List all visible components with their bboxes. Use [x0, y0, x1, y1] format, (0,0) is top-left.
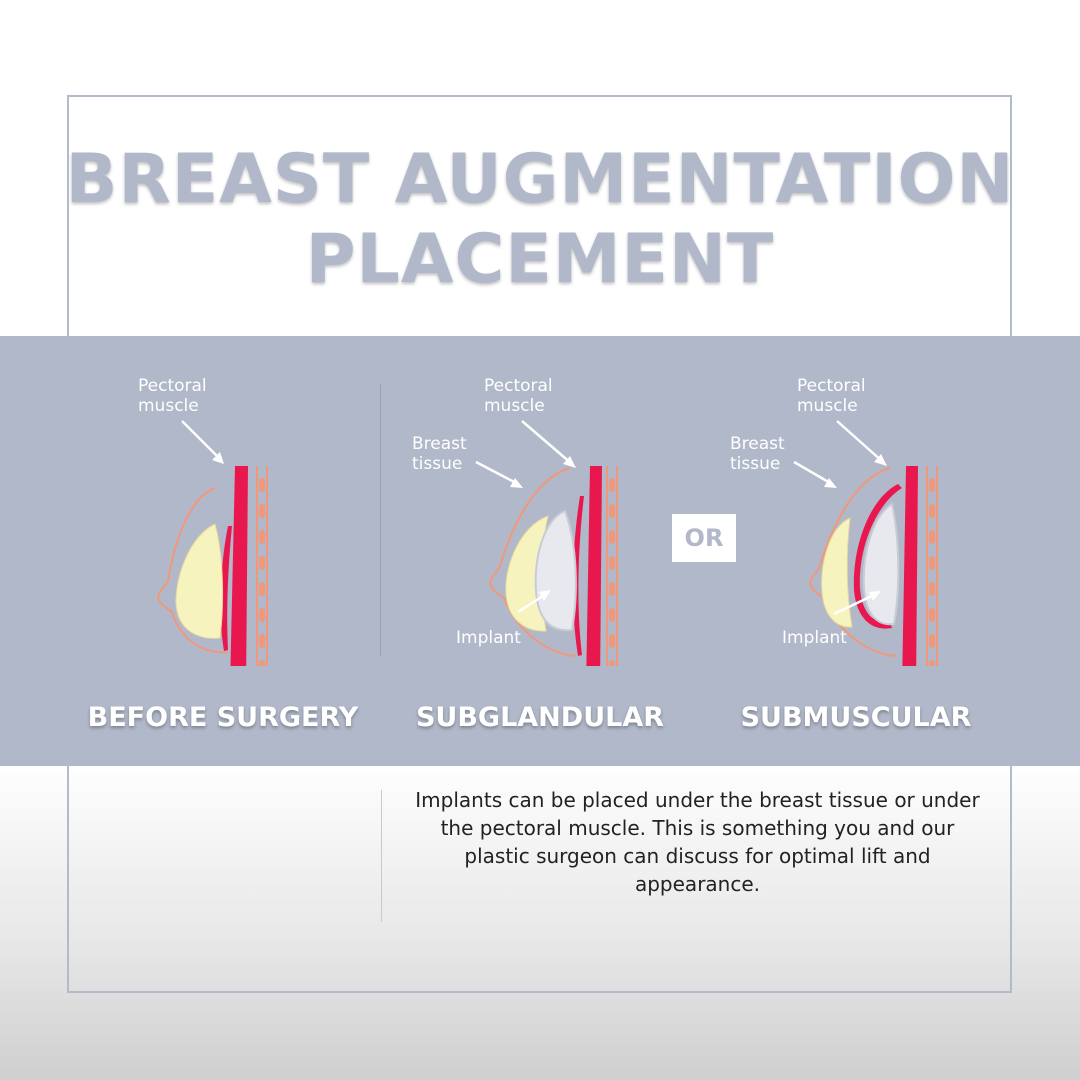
panel-subglandular: Pectoral muscle Breast tissue Implant [400, 376, 700, 666]
caption-submuscular: SUBMUSCULAR [740, 702, 972, 733]
chest-wall [606, 466, 618, 666]
chest-wall [256, 466, 268, 666]
diagram-band: Pectoral muscle [0, 336, 1080, 766]
pointer-arrows [181, 420, 224, 464]
text-divider [381, 790, 382, 922]
pectoral-muscle-label: Pectoral muscle [138, 376, 207, 416]
pectoral-muscle [230, 466, 248, 666]
pectoral-muscle-label: Pectoral muscle [484, 376, 553, 416]
title-line-1: BREAST AUGMENTATION [65, 140, 1015, 219]
page-title: BREAST AUGMENTATION PLACEMENT [0, 140, 1080, 300]
pointer-arrows [475, 420, 576, 614]
subglandular-diagram [488, 466, 618, 666]
caption-subglandular: SUBGLANDULAR [415, 702, 665, 733]
implant [534, 509, 577, 632]
rib-segments [259, 478, 265, 666]
pectoral-muscle-thin [572, 496, 584, 656]
panel-submuscular: Pectoral muscle Breast tissue Implant [720, 376, 1020, 666]
rib-segments [929, 478, 935, 666]
chest-wall [926, 466, 938, 666]
breast-tissue-label: Breast tissue [730, 434, 785, 474]
breast-tissue [821, 517, 853, 628]
rib-segments [609, 478, 615, 666]
description-text: Implants can be placed under the breast … [415, 788, 980, 896]
pointer-arrows [793, 420, 887, 616]
breast-tissue-label: Breast tissue [412, 434, 467, 474]
skin-outline [808, 467, 897, 657]
pectoral-muscle-thin [220, 526, 232, 651]
skin-outline [156, 487, 229, 654]
panel-before-surgery: Pectoral muscle [120, 376, 420, 666]
pectoral-muscle-over-implant [853, 484, 902, 629]
pectoral-muscle [586, 466, 602, 666]
implant-label: Implant [456, 628, 521, 648]
title-line-2: PLACEMENT [305, 220, 775, 299]
panel-divider [380, 384, 381, 656]
submuscular-diagram [808, 466, 938, 666]
implant-label: Implant [782, 628, 847, 648]
breast-tissue [175, 523, 224, 639]
caption-before-surgery: BEFORE SURGERY [87, 702, 359, 733]
skin-outline [488, 467, 577, 657]
pectoral-muscle [902, 466, 918, 666]
pectoral-muscle-label: Pectoral muscle [797, 376, 866, 416]
or-badge: OR [672, 514, 736, 562]
before-surgery-diagram [156, 466, 268, 666]
